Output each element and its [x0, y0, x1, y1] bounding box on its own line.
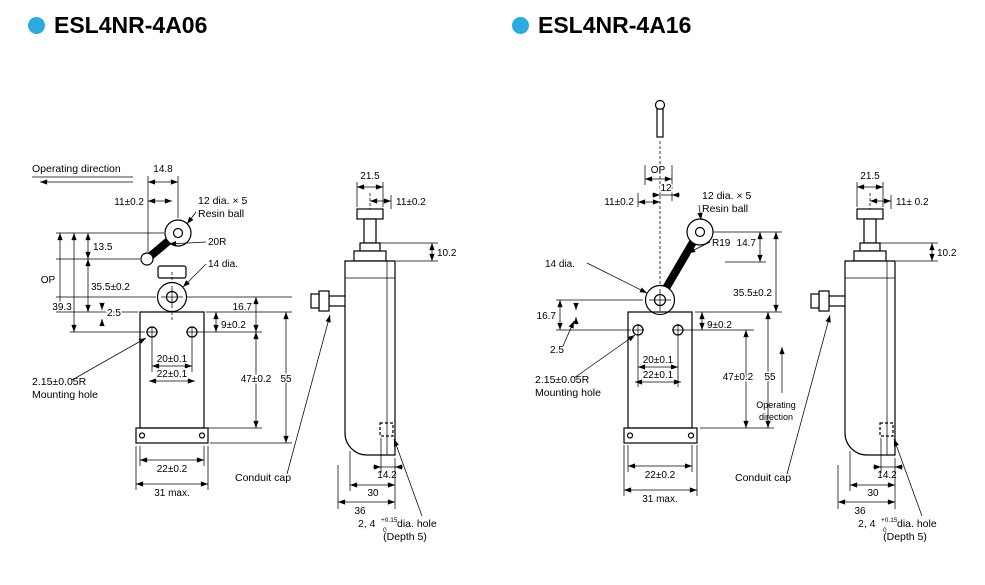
- hole-tolerance-sub: 0: [383, 527, 387, 534]
- operating-direction-label-2: direction: [759, 412, 793, 422]
- dim-9: 9±0.2: [707, 320, 732, 331]
- dim-35-5: 35.5±0.2: [91, 282, 130, 293]
- hole-tolerance-sup: +0.15: [381, 517, 398, 524]
- dimension-lines: [286, 182, 438, 517]
- dim-31-max: 31 max.: [154, 488, 190, 499]
- front-view-drawing-a06: Operating direction 14.8 11±0.2 12 dia. …: [32, 163, 293, 499]
- dim-47: 47±0.2: [241, 374, 272, 385]
- hole-note-prefix: 2, 4: [358, 518, 376, 530]
- bullet-icon: [28, 17, 45, 34]
- dim-2-5: 2.5: [107, 308, 121, 319]
- dim-22b: 22±0.2: [157, 464, 188, 475]
- bullet-icon: [512, 17, 529, 34]
- switch-outline: [810, 193, 896, 456]
- dim-36: 36: [854, 506, 866, 517]
- dim-14-dia: 14 dia.: [208, 259, 238, 270]
- dim-22b: 22±0.2: [645, 470, 676, 481]
- dim-30: 30: [867, 488, 879, 499]
- dim-9: 9±0.2: [221, 320, 246, 331]
- dimension-lines: [556, 165, 785, 496]
- side-view-drawing-a06: 21.5 11±0.2 10.2 Conduit cap 14.2 30 36 …: [235, 171, 457, 543]
- conduit-cap-part: [828, 295, 847, 307]
- conduit-cap-part: [328, 295, 347, 307]
- dim-10-2: 10.2: [937, 248, 957, 259]
- dim-2-5: 2.5: [550, 345, 564, 356]
- conduit-cap-label: Conduit cap: [235, 472, 291, 484]
- conduit-cap-label: Conduit cap: [735, 472, 791, 484]
- dimension-lines: [32, 176, 292, 490]
- dim-11: 11±0.2: [604, 197, 634, 208]
- dim-r19: R19: [712, 238, 731, 249]
- hole-note-prefix: 2, 4: [858, 518, 876, 530]
- resin-ball-label-1: 12 dia. × 5: [198, 195, 247, 207]
- mounting-hole-label-2: Mounting hole: [32, 389, 98, 401]
- switch-outline: [135, 219, 209, 444]
- operating-direction-label-1: Operating: [756, 400, 796, 410]
- dim-op: OP: [651, 165, 666, 176]
- dim-35-5: 35.5±0.2: [733, 288, 772, 299]
- dim-36: 36: [354, 506, 366, 517]
- dim-22a: 22±0.1: [643, 370, 674, 381]
- dim-14-7: 14.7: [737, 238, 757, 249]
- product-title-a06: ESL4NR-4A06: [28, 12, 207, 39]
- dim-10-2: 10.2: [437, 248, 457, 259]
- hole-note-suffix: dia. hole: [397, 518, 437, 530]
- dim-20: 20±0.1: [157, 354, 188, 365]
- side-mounting-hole: [379, 422, 394, 437]
- mounting-hole-label-2: Mounting hole: [535, 387, 601, 399]
- resin-ball-label-2: Resin ball: [702, 203, 748, 215]
- dim-11: 11± 0.2: [896, 197, 929, 208]
- hole-depth-note: (Depth 5): [383, 531, 427, 543]
- front-view-drawing-a16: OP 12 11±0.2 12 dia. × 5 Resin ball R19 …: [535, 99, 796, 505]
- dim-14-2: 14.2: [877, 470, 897, 481]
- side-mounting-hole: [879, 422, 894, 437]
- resin-ball-label-1: 12 dia. × 5: [702, 190, 751, 202]
- dim-21-5: 21.5: [360, 171, 380, 182]
- switch-outline: [623, 99, 714, 444]
- dim-30: 30: [367, 488, 379, 499]
- hole-tolerance-sub: 0: [883, 527, 887, 534]
- dim-12: 12: [660, 183, 672, 194]
- hole-note-suffix: dia. hole: [897, 518, 937, 530]
- operating-direction-label: Operating direction: [32, 163, 121, 175]
- dim-20r: 20R: [208, 237, 226, 248]
- dim-47: 47±0.2: [723, 372, 754, 383]
- dimension-lines: [786, 182, 938, 517]
- dim-11: 11±0.2: [396, 197, 426, 208]
- product-title-a16-text: ESL4NR-4A16: [538, 12, 692, 38]
- dim-14-8: 14.8: [153, 164, 173, 175]
- dim-13-5: 13.5: [93, 242, 113, 253]
- dim-31-max: 31 max.: [642, 494, 678, 505]
- dim-16-7: 16.7: [537, 311, 557, 322]
- dim-14-2: 14.2: [377, 470, 397, 481]
- dim-22a: 22±0.1: [157, 369, 188, 380]
- mounting-hole-label-1: 2.15±0.05R: [535, 374, 590, 386]
- dim-55: 55: [764, 372, 776, 383]
- dim-op: OP: [41, 275, 56, 286]
- mounting-hole-label-1: 2.15±0.05R: [32, 376, 87, 388]
- product-title-a06-text: ESL4NR-4A06: [54, 12, 208, 38]
- dim-39-3: 39.3: [52, 302, 72, 313]
- dim-55: 55: [280, 374, 292, 385]
- resin-ball-label-2: Resin ball: [198, 208, 244, 220]
- product-title-a16: ESL4NR-4A16: [512, 12, 691, 39]
- hole-tolerance-sup: +0.15: [881, 517, 898, 524]
- hole-depth-note: (Depth 5): [883, 531, 927, 543]
- switch-outline: [310, 193, 396, 456]
- dim-14-dia: 14 dia.: [545, 259, 575, 270]
- dim-11: 11±0.2: [114, 197, 144, 208]
- dim-21-5: 21.5: [860, 171, 880, 182]
- dim-20: 20±0.1: [643, 355, 674, 366]
- side-view-drawing-a16: 21.5 11± 0.2 10.2 Conduit cap 14.2 30 36…: [735, 171, 957, 543]
- dim-16-7: 16.7: [233, 302, 253, 313]
